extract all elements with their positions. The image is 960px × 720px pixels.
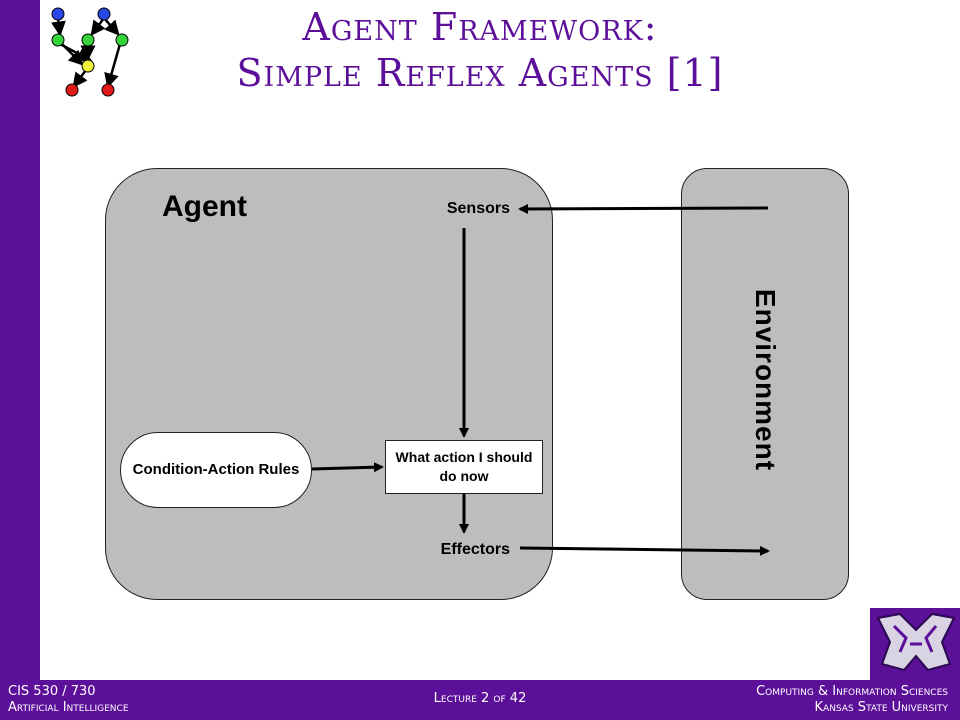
footer-bar: CIS 530 / 730 Artificial Intelligence Le… (0, 680, 960, 720)
what-action-node: What action I should do now (385, 440, 543, 494)
agent-box (105, 168, 553, 600)
footer-course: CIS 530 / 730 Artificial Intelligence (8, 684, 129, 716)
wildcat-logo (870, 608, 960, 680)
agent-label: Agent (162, 190, 247, 223)
lecture-number: Lecture 2 of 42 (433, 691, 527, 706)
environment-to-sensors-arrow (518, 203, 769, 214)
course-name: Artificial Intelligence (8, 700, 129, 715)
network-graph-icon (51, 7, 129, 97)
effectors-label: Effectors (440, 541, 510, 558)
wildcat-icon (876, 612, 956, 672)
sensors-label: Sensors (446, 200, 510, 217)
department-name: Computing & Information Sciences (756, 684, 948, 699)
course-code: CIS 530 / 730 (8, 684, 96, 699)
slide-title: Agent Framework: Simple Reflex Agents [1… (0, 4, 960, 96)
footer-department: Computing & Information Sciences Kansas … (756, 684, 948, 716)
action-text: What action I should do now (395, 449, 533, 484)
condition-action-rules-node: Condition-Action Rules (120, 432, 312, 508)
effectors-to-environment-arrow (519, 545, 770, 556)
rules-to-action-arrow (311, 462, 384, 473)
diagram-arrows (311, 203, 770, 556)
rules-text: Condition-Action Rules (132, 461, 300, 478)
title-line-1: Agent Framework: (302, 5, 658, 49)
environment-box (681, 168, 849, 600)
left-purple-band (0, 0, 40, 680)
title-line-2: Simple Reflex Agents [1] (236, 51, 724, 95)
university-name: Kansas State University (814, 700, 948, 715)
